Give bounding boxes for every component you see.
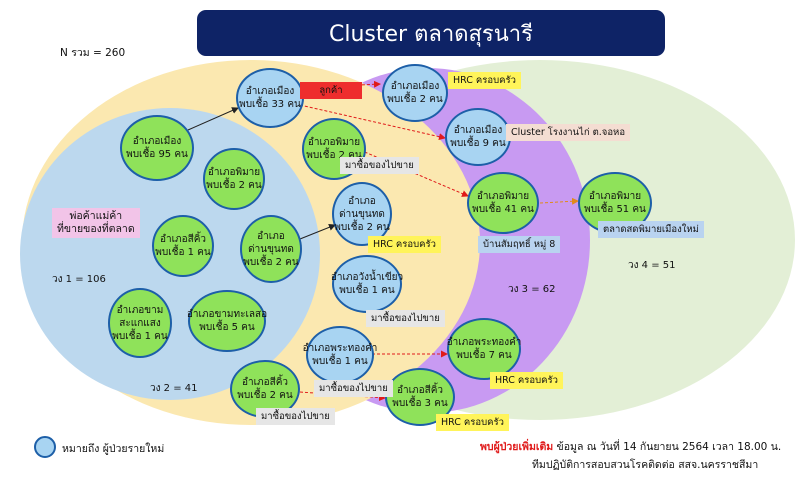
hrc-tag-4: HRC ครอบครัว: [436, 414, 509, 431]
total-count: N รวม = 260: [60, 47, 126, 59]
buy-to-sell-tag-3: มาซื้อของไปขาย: [314, 380, 393, 397]
node-phimai-2a: อำเภอพิมายพบเชื้อ 2 คน: [203, 148, 265, 210]
node-mueang-33: อำเภอเมืองพบเชื้อ 33 คน: [236, 68, 304, 128]
hrc-tag-3: HRC ครอบครัว: [490, 372, 563, 389]
merchant-tag: พ่อค้าแม่ค้า ที่ขายของที่ตลาด: [52, 208, 140, 238]
hrc-tag-1: HRC ครอบครัว: [448, 72, 521, 89]
hrc-tag-2: HRC ครอบครัว: [368, 236, 441, 253]
buy-to-sell-tag-1: มาซื้อของไปขาย: [340, 157, 419, 174]
legend-label: หมายถึง ผู้ป่วยรายใหม่: [62, 443, 165, 455]
market-tag: ตลาดสดพิมายเมืองใหม่: [598, 221, 704, 238]
node-phimai-41: อำเภอพิมายพบเชื้อ 41 คน: [467, 172, 539, 234]
footer-line-2: ทีมปฏิบัติการสอบสวนโรคติดต่อ สสจ.นครราชส…: [532, 459, 759, 471]
ring-3-count: วง 3 = 62: [508, 284, 556, 295]
arrow-n15-n18: [539, 197, 579, 205]
customer-tag: ลูกค้า: [300, 82, 362, 99]
legend-new-case-dot: [34, 436, 56, 458]
node-mueang-95: อำเภอเมืองพบเชื้อ 95 คน: [120, 115, 194, 181]
buy-to-sell-tag-4: มาซื้อของไปขาย: [256, 408, 335, 425]
ring-1-count: วง 1 = 106: [52, 274, 106, 285]
factory-cluster-tag: Cluster โรงงานไก่ ต.จอหอ: [506, 124, 631, 141]
node-wang-nam-khiao-1: อำเภอวังน้ำเขียวพบเชื้อ 1 คน: [331, 255, 403, 313]
node-dan-khun-thot-2b: อำเภอด่านขุนทดพบเชื้อ 2 คน: [332, 182, 392, 246]
node-sikhio-3: อำเภอสีคิ้วพบเชื้อ 3 คน: [385, 368, 455, 426]
ring-4-count: วง 4 = 51: [628, 260, 676, 271]
arrow-n1-n6: [187, 107, 239, 131]
footer-date: ข้อมูล ณ วันที่ 14 กันยายน 2564 เวลา 18.…: [553, 441, 782, 453]
arrow-n6-n13: [301, 80, 381, 89]
ring-2-count: วง 2 = 41: [150, 383, 198, 394]
diagram-title: Cluster ตลาดสุรนารี: [329, 21, 533, 47]
node-sikhio-1: อำเภอสีคิ้วพบเชื้อ 1 คน: [152, 215, 214, 277]
node-phra-thong-kham-7: อำเภอพระทองคำพบเชื้อ 7 คน: [447, 318, 521, 380]
node-dan-khun-thot-2a: อำเภอด่านขุนทดพบเชื้อ 2 คน: [240, 215, 302, 283]
node-kham-sakaesaeng-1: อำเภอขามสะแกแสงพบเชื้อ 1 คน: [108, 288, 172, 358]
footer-highlight: พบผู้ป่วยเพิ่มเติม: [480, 441, 554, 453]
buy-to-sell-tag-2: มาซื้อของไปขาย: [366, 310, 445, 327]
arrow-n7-n15: [359, 149, 469, 197]
title-banner: Cluster ตลาดสุรนารี: [197, 10, 665, 56]
node-mueang-9: อำเภอเมืองพบเชื้อ 9 คน: [445, 108, 511, 166]
node-kham-thale-so-5: อำเภอขามทะเลสอพบเชื้อ 5 คน: [187, 290, 267, 352]
node-phra-thong-kham-1: อำเภอพระทองคำพบเชื้อ 1 คน: [303, 326, 377, 384]
node-mueang-2: อำเภอเมืองพบเชื้อ 2 คน: [382, 64, 448, 122]
village-tag: บ้านสัมฤทธิ์ หมู่ 8: [478, 236, 561, 253]
footer-line-1: พบผู้ป่วยเพิ่มเติม ข้อมูล ณ วันที่ 14 กั…: [480, 438, 781, 455]
